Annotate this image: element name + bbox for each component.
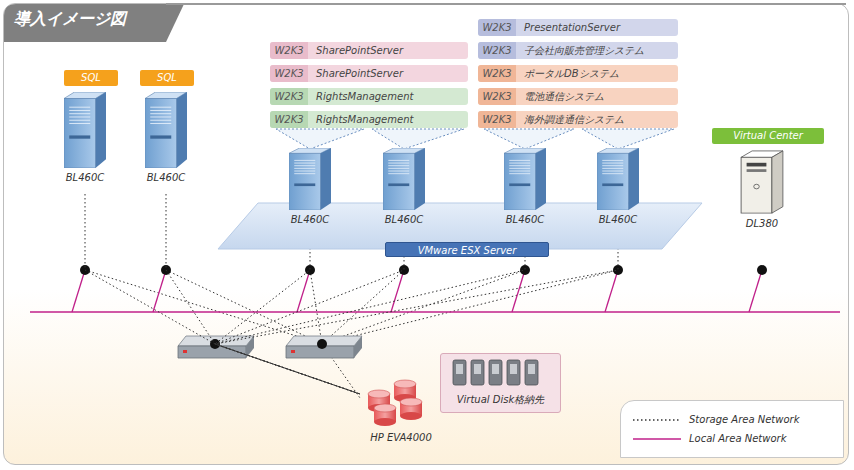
legend-text: Local Area Network bbox=[689, 432, 786, 446]
server-node: DL380 bbox=[727, 150, 797, 244]
model-label: BL460C bbox=[490, 214, 560, 226]
model-label: BL460C bbox=[126, 172, 206, 184]
system-name: 海外調達通信システム bbox=[524, 111, 624, 128]
os-label: W2K3 bbox=[270, 65, 308, 82]
system-name: ポータルDBシステム bbox=[524, 65, 619, 82]
system-name: 子会社向販売管理システム bbox=[524, 42, 644, 59]
system-name: RightsManagement bbox=[316, 88, 413, 105]
model-label: BL460C bbox=[369, 214, 439, 226]
platform-label: VMware ESX Server bbox=[385, 242, 549, 257]
legend-row: Local Area Network bbox=[633, 430, 843, 449]
bar-node: W2K3 RightsManagement bbox=[270, 88, 468, 105]
virtual-disk-icons bbox=[447, 358, 547, 388]
server-node: BL460C bbox=[275, 148, 345, 240]
system-name: PresentationServer bbox=[524, 19, 620, 36]
bar-node: W2K3 PresentationServer bbox=[478, 19, 678, 36]
server-icon bbox=[64, 92, 106, 168]
os-label: W2K3 bbox=[270, 111, 308, 128]
system-name: 電池通信システム bbox=[524, 88, 604, 105]
os-label: W2K3 bbox=[478, 42, 516, 59]
san-switch bbox=[286, 336, 362, 358]
bar-node: W2K3 電池通信システム bbox=[478, 88, 678, 105]
os-label: W2K3 bbox=[478, 111, 516, 128]
badge-node: SQL bbox=[64, 70, 118, 86]
legend-line-sample bbox=[633, 434, 681, 444]
bar-node: W2K3 海外調達通信システム bbox=[478, 111, 678, 128]
model-label: BL460C bbox=[275, 214, 345, 226]
badge-label: SQL bbox=[157, 71, 177, 85]
san-connector bbox=[215, 240, 404, 394]
server-icon bbox=[383, 148, 425, 210]
storage-label: HP EVA4000 bbox=[360, 432, 442, 444]
system-name: RightsManagement bbox=[316, 111, 413, 128]
server-node: BL460C bbox=[583, 148, 653, 240]
disk-node: Virtual Disk格納先 bbox=[440, 353, 561, 413]
san-connector bbox=[215, 240, 525, 394]
system-name: SharePointServer bbox=[316, 65, 403, 82]
legend-line-sample bbox=[633, 415, 681, 425]
os-label: W2K3 bbox=[478, 65, 516, 82]
title-tab bbox=[4, 4, 184, 42]
legend-row: Storage Area Network bbox=[633, 411, 843, 430]
legend-text: Storage Area Network bbox=[689, 413, 799, 427]
san-connector bbox=[85, 194, 360, 394]
diagram-title: 導入イメージ図 bbox=[14, 9, 126, 30]
server-node: BL460C bbox=[490, 148, 560, 240]
server-node: BL460C bbox=[45, 92, 125, 194]
bar-node: W2K3 子会社向販売管理システム bbox=[478, 42, 678, 59]
server-icon bbox=[289, 148, 331, 210]
badge-label: Virtual Center bbox=[733, 129, 803, 143]
os-label: W2K3 bbox=[478, 88, 516, 105]
badge-label: SQL bbox=[81, 71, 101, 85]
san-lines bbox=[85, 270, 618, 398]
server-node: BL460C bbox=[126, 92, 206, 194]
server-icon bbox=[145, 92, 187, 168]
bar-node: W2K3 ポータルDBシステム bbox=[478, 65, 678, 82]
bar-node: W2K3 SharePointServer bbox=[270, 42, 468, 59]
tab-rule bbox=[166, 3, 846, 5]
model-label: BL460C bbox=[45, 172, 125, 184]
lan bbox=[30, 270, 840, 312]
badge-node: Virtual Center bbox=[712, 128, 824, 144]
storage-array-icon bbox=[360, 372, 436, 428]
vm-connectors bbox=[276, 129, 674, 149]
server-icon bbox=[597, 148, 639, 210]
platform-node: VMware ESX Server BL460C BL460C BL460C BL460… bbox=[215, 145, 705, 265]
storage-label: Virtual Disk格納先 bbox=[441, 394, 560, 406]
os-label: W2K3 bbox=[270, 88, 308, 105]
model-label: DL380 bbox=[727, 218, 797, 230]
bar-node: W2K3 RightsManagement bbox=[270, 111, 468, 128]
badge-node: SQL bbox=[140, 70, 194, 86]
server-node: BL460C bbox=[369, 148, 439, 240]
lan-dots bbox=[80, 265, 767, 275]
server-icon bbox=[504, 148, 546, 210]
os-label: W2K3 bbox=[478, 19, 516, 36]
eva-node: HP EVA4000 bbox=[360, 372, 442, 448]
pc-server-icon bbox=[740, 150, 784, 214]
system-name: SharePointServer bbox=[316, 42, 403, 59]
bar-node: W2K3 SharePointServer bbox=[270, 65, 468, 82]
legend-box: Storage Area NetworkLocal Area Network bbox=[620, 400, 844, 458]
san-switch bbox=[178, 336, 254, 358]
san-connector bbox=[215, 240, 360, 394]
os-label: W2K3 bbox=[270, 42, 308, 59]
model-label: BL460C bbox=[583, 214, 653, 226]
